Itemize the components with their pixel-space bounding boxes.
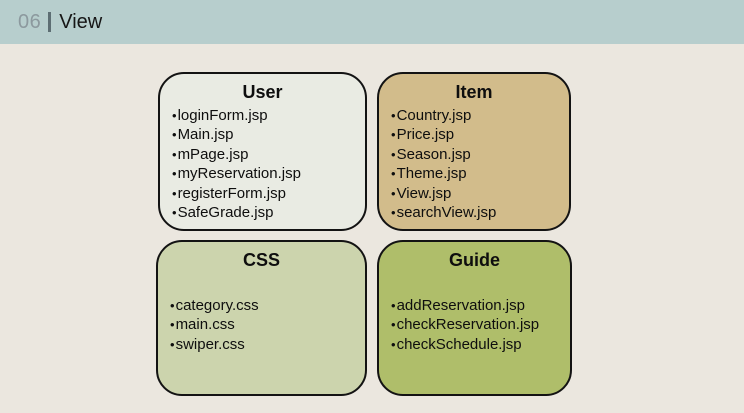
list-item: addReservation.jsp — [391, 296, 564, 315]
list-item: main.css — [170, 315, 359, 334]
list-item: Main.jsp — [172, 125, 359, 144]
list-item: category.css — [170, 296, 359, 315]
box-guide: Guide addReservation.jspcheckReservation… — [377, 240, 572, 396]
box-guide-title: Guide — [448, 250, 500, 270]
box-item-title: Item — [455, 82, 493, 102]
list-item: View.jsp — [391, 184, 563, 203]
list-item: loginForm.jsp — [172, 106, 359, 125]
box-guide-file-list: addReservation.jspcheckReservation.jspch… — [379, 296, 570, 354]
list-item: mPage.jsp — [172, 145, 359, 164]
list-item: Price.jsp — [391, 125, 563, 144]
list-item: Season.jsp — [391, 145, 563, 164]
box-item-file-list: Country.jspPrice.jspSeason.jspTheme.jspV… — [379, 106, 569, 222]
list-item: Theme.jsp — [391, 164, 563, 183]
slide-header: 06 View — [0, 0, 744, 44]
list-item: Country.jsp — [391, 106, 563, 125]
list-item: checkReservation.jsp — [391, 315, 564, 334]
box-user: User loginForm.jspMain.jspmPage.jspmyRes… — [158, 72, 367, 231]
box-item: Item Country.jspPrice.jspSeason.jspTheme… — [377, 72, 571, 231]
list-item: checkSchedule.jsp — [391, 335, 564, 354]
slide-number: 06 — [18, 10, 42, 33]
list-item: myReservation.jsp — [172, 164, 359, 183]
box-css: CSS category.cssmain.cssswiper.css — [156, 240, 367, 396]
header-separator-bar — [48, 12, 52, 32]
list-item: swiper.css — [170, 335, 359, 354]
box-user-title: User — [242, 82, 283, 102]
page-title: View — [59, 10, 103, 33]
list-item: registerForm.jsp — [172, 184, 359, 203]
box-user-file-list: loginForm.jspMain.jspmPage.jspmyReservat… — [160, 106, 365, 222]
box-css-file-list: category.cssmain.cssswiper.css — [158, 296, 365, 354]
list-item: searchView.jsp — [391, 203, 563, 222]
list-item: SafeGrade.jsp — [172, 203, 359, 222]
box-css-title: CSS — [242, 250, 280, 270]
